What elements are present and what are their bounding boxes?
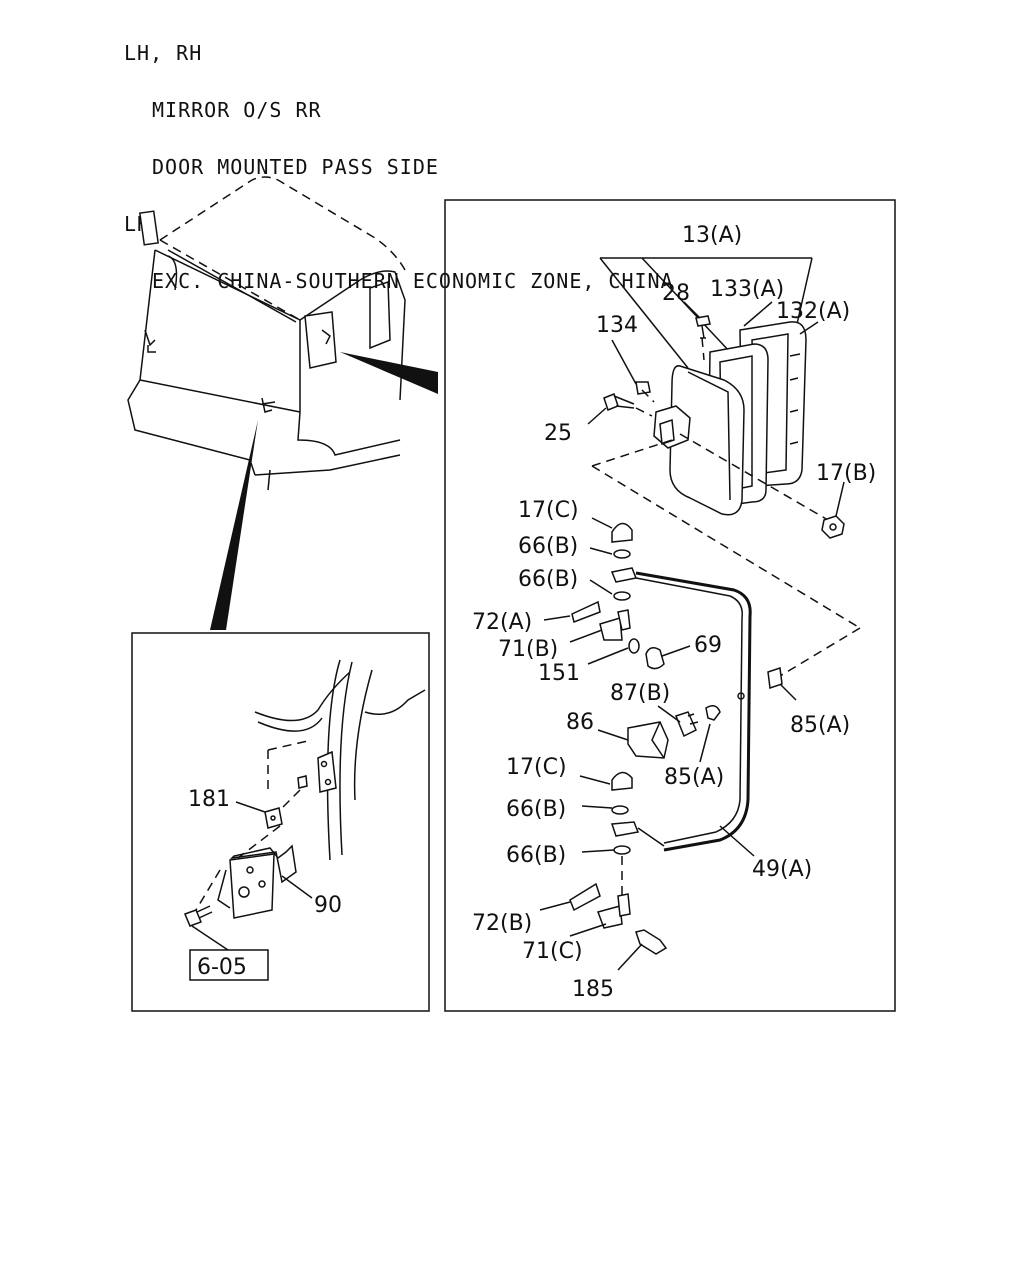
washer-151 <box>628 638 640 654</box>
label-71c: 71(C) <box>522 939 583 964</box>
clip-85a-right <box>767 666 783 690</box>
label-25: 25 <box>544 421 572 446</box>
label-49a: 49(A) <box>752 857 812 882</box>
bolt-605 <box>184 909 202 927</box>
bracket-71b <box>599 617 623 641</box>
label-66b-4: 66(B) <box>506 843 566 868</box>
bracket-90 <box>229 844 297 884</box>
bracket-detail-drawing <box>184 659 426 981</box>
mirror-detail-frame <box>444 199 896 1012</box>
label-17c-bottom: 17(C) <box>506 755 567 780</box>
label-69: 69 <box>694 633 722 658</box>
bolt-185 <box>635 929 668 955</box>
clip-85a-mid <box>705 705 721 721</box>
plate-181 <box>264 807 283 829</box>
label-72b: 72(B) <box>472 911 532 936</box>
label-181: 181 <box>188 787 230 812</box>
label-17c-top: 17(C) <box>518 498 579 523</box>
label-66b-3: 66(B) <box>506 797 566 822</box>
label-85a-right: 85(A) <box>790 713 850 738</box>
header-line-applicability: LH, RH <box>124 41 203 65</box>
label-132a: 132(A) <box>776 299 850 324</box>
clip-134 <box>635 381 651 395</box>
screw-28 <box>695 315 711 327</box>
mirror-detail-drawing <box>539 257 861 971</box>
washer-66b-3 <box>611 805 629 815</box>
label-ref-605[interactable]: 6-05 <box>197 955 247 980</box>
washer-66b-1 <box>613 549 631 559</box>
label-66b-1: 66(B) <box>518 534 578 559</box>
label-17b: 17(B) <box>816 461 876 486</box>
label-85a-mid: 85(A) <box>664 765 724 790</box>
lamp-86 <box>627 721 669 759</box>
header-line-mount-description: DOOR MOUNTED PASS SIDE <box>152 155 439 179</box>
cap-69 <box>645 647 665 670</box>
bracket-detail-frame <box>131 632 430 1012</box>
header-line-part-name: MIRROR O/S RR <box>152 98 322 122</box>
bracket-71c <box>597 905 623 929</box>
plate-72b <box>569 882 601 912</box>
washer-66b-2 <box>613 591 631 601</box>
label-90: 90 <box>314 893 342 918</box>
mirror-glass-body <box>669 365 745 516</box>
plate-72a <box>571 600 601 624</box>
truck-cab-overview <box>127 176 438 630</box>
clip-87b <box>675 711 697 738</box>
label-185: 185 <box>572 977 614 1002</box>
cap-17c-top <box>611 522 633 543</box>
label-87b: 87(B) <box>610 681 670 706</box>
label-28: 28 <box>662 281 690 306</box>
washer-66b-4 <box>613 845 631 855</box>
label-133a: 133(A) <box>710 277 784 302</box>
mirror-stay-rod <box>610 567 638 583</box>
label-66b-2: 66(B) <box>518 567 578 592</box>
label-134: 134 <box>596 313 638 338</box>
header-line-region-exclusion: EXC. CHINA-SOUTHERN ECONOMIC ZONE, CHINA <box>152 269 674 293</box>
label-151: 151 <box>538 661 580 686</box>
label-71b: 71(B) <box>498 637 558 662</box>
label-72a: 72(A) <box>472 610 532 635</box>
label-86: 86 <box>566 710 594 735</box>
cap-17c-bottom <box>611 771 633 791</box>
nut-17b <box>821 515 845 539</box>
label-13a: 13(A) <box>682 223 742 248</box>
diagram-header: LH, RH MIRROR O/S RR DOOR MOUNTED PASS S… <box>124 6 674 310</box>
